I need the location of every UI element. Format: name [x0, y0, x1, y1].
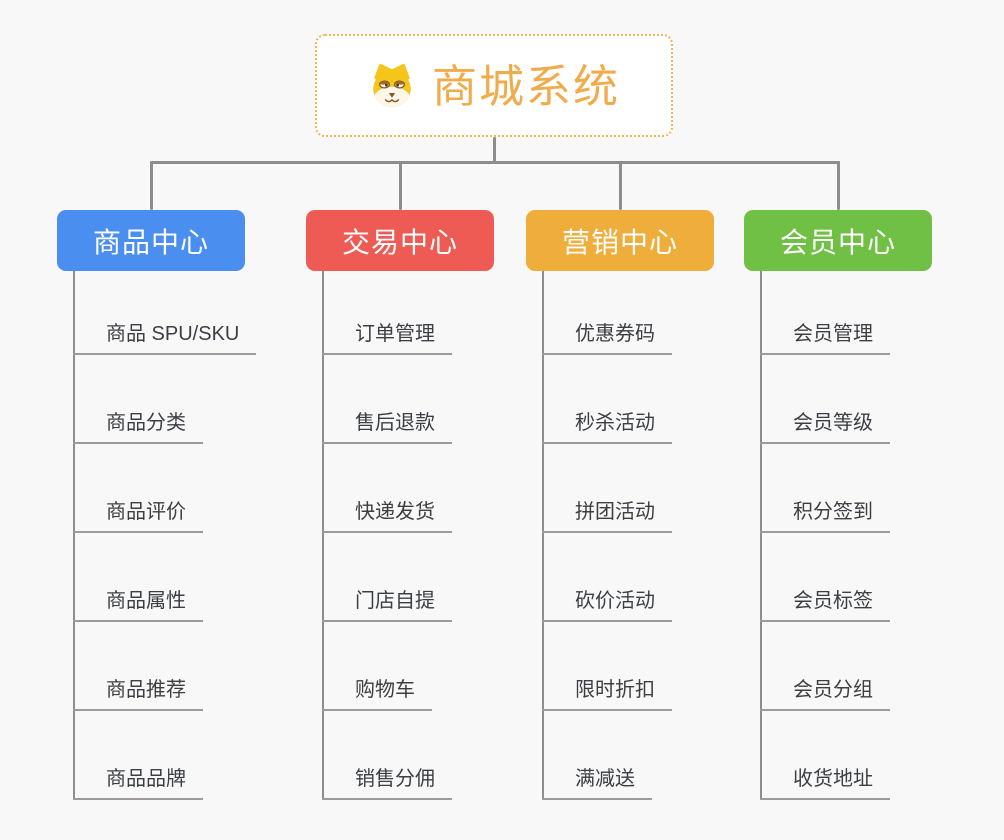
leaf-item[interactable]: 销售分佣	[322, 767, 452, 800]
branch-header-4[interactable]: 会员中心	[744, 210, 932, 271]
leaf-item[interactable]: 门店自提	[322, 589, 452, 622]
leaf-item[interactable]: 商品 SPU/SKU	[73, 322, 257, 355]
connector-branch-drop	[149, 161, 153, 210]
branch-spine	[322, 271, 324, 799]
leaf-item[interactable]: 购物车	[322, 678, 432, 711]
branch-header-2[interactable]: 交易中心	[306, 210, 494, 271]
leaf-item[interactable]: 商品推荐	[73, 678, 203, 711]
branch-spine	[542, 271, 544, 799]
leaf-item[interactable]: 会员管理	[760, 322, 890, 355]
leaf-item[interactable]: 优惠券码	[542, 322, 672, 355]
branch-header-1[interactable]: 商品中心	[57, 210, 245, 271]
root-node[interactable]: 商城系统	[315, 34, 673, 137]
leaf-item[interactable]: 积分签到	[760, 500, 890, 533]
connector-branch-drop	[398, 161, 402, 210]
leaf-item[interactable]: 满减送	[542, 767, 652, 800]
leaf-item[interactable]: 快递发货	[322, 500, 452, 533]
leaf-item[interactable]: 会员分组	[760, 678, 890, 711]
leaf-item[interactable]: 商品属性	[73, 589, 203, 622]
connector-branch-drop	[618, 161, 622, 210]
leaf-item[interactable]: 商品分类	[73, 411, 203, 444]
leaf-item[interactable]: 订单管理	[322, 322, 452, 355]
leaf-item[interactable]: 砍价活动	[542, 589, 672, 622]
branch-label: 商品中心	[92, 226, 209, 258]
connector-root-stub	[492, 137, 496, 164]
leaf-item[interactable]: 拼团活动	[542, 500, 672, 533]
leaf-item[interactable]: 商品品牌	[73, 767, 203, 800]
leaf-item[interactable]: 售后退款	[322, 411, 452, 444]
connector-horizontal	[149, 161, 840, 164]
branch-spine	[760, 271, 762, 799]
branch-label: 交易中心	[341, 226, 458, 258]
leaf-item[interactable]: 秒杀活动	[542, 411, 672, 444]
branch-spine	[73, 271, 75, 799]
connector-branch-drop	[836, 161, 840, 210]
leaf-item[interactable]: 会员等级	[760, 411, 890, 444]
branch-label: 营销中心	[561, 226, 678, 258]
branch-label: 会员中心	[779, 226, 896, 258]
branch-header-3[interactable]: 营销中心	[526, 210, 714, 271]
doge-icon	[373, 63, 411, 107]
leaf-item[interactable]: 收货地址	[760, 767, 890, 800]
leaf-item[interactable]: 商品评价	[73, 500, 203, 533]
root-title: 商城系统	[431, 61, 620, 112]
leaf-item[interactable]: 限时折扣	[542, 678, 672, 711]
leaf-item[interactable]: 会员标签	[760, 589, 890, 622]
